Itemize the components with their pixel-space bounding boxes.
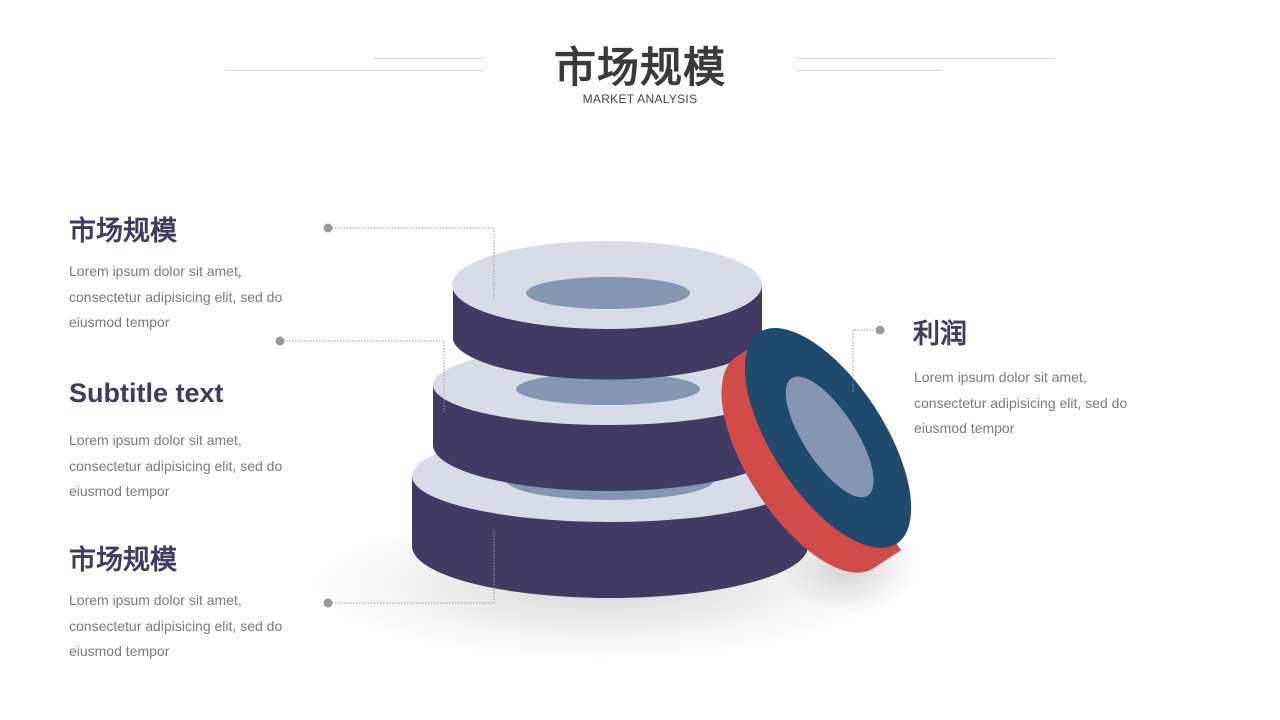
- connector-dot-icon: [275, 336, 285, 346]
- connector-dot-icon: [323, 223, 333, 233]
- left-item-1-heading: 市场规模: [69, 216, 177, 247]
- left-item-3-text: Lorem ipsum dolor sit amet, consectetur …: [69, 592, 283, 659]
- page-title: 市场规模: [553, 43, 726, 92]
- connector-line-3: [329, 530, 495, 604]
- connector-line-1: [329, 227, 495, 300]
- header-line-right-bottom: [796, 70, 942, 71]
- connector-line-2: [280, 340, 445, 412]
- left-item-2-heading: Subtitle text: [69, 378, 224, 408]
- left-item-2-text: Lorem ipsum dolor sit amet, consectetur …: [69, 432, 283, 499]
- connector-dot-icon: [875, 325, 885, 335]
- tilted-coin: [721, 328, 912, 573]
- left-item-3-heading: 市场规模: [69, 545, 177, 576]
- header-line-left-bottom: [225, 70, 484, 71]
- connector-line-right: [852, 329, 880, 392]
- left-item-1-text: Lorem ipsum dolor sit amet, consectetur …: [69, 263, 283, 330]
- header-line-right-top: [796, 58, 1055, 59]
- connector-dot-icon: [323, 598, 333, 608]
- header-line-left-top: [374, 58, 484, 59]
- right-item-heading: 利润: [913, 319, 967, 350]
- disc-top: [452, 241, 762, 380]
- right-item-text: Lorem ipsum dolor sit amet, consectetur …: [914, 369, 1128, 436]
- page-subtitle: MARKET ANALYSIS: [582, 92, 698, 106]
